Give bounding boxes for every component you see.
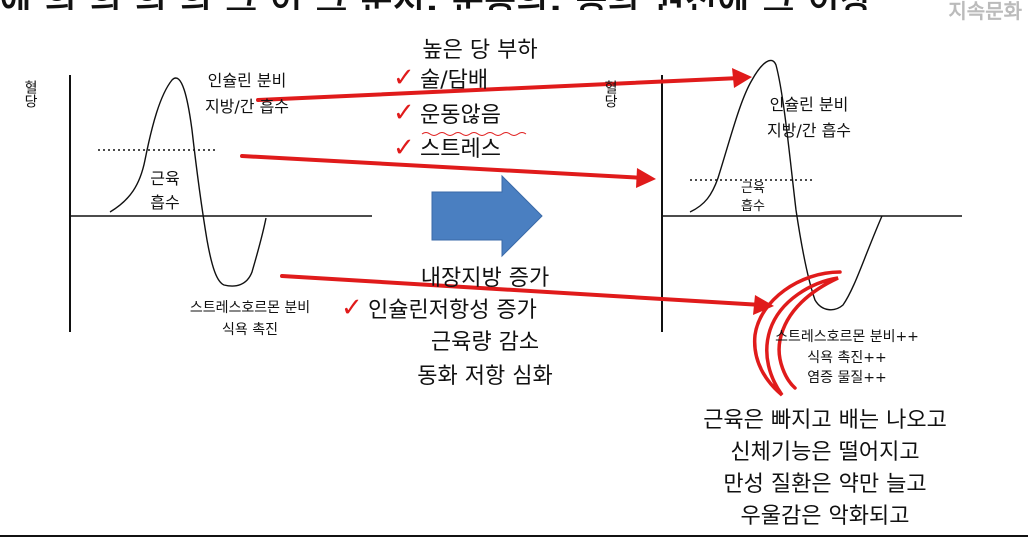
left-peak-label-1: 인슐린 분비 (207, 71, 287, 90)
check-icon: ✓ (393, 98, 415, 128)
arrow-peak (256, 76, 742, 102)
cause-1: 높은 당 부하 (422, 38, 538, 63)
right-glucose-curve (689, 59, 883, 311)
right-y-axis-label: 혈당 (602, 80, 619, 108)
right-muscle-label-1: 근육 (741, 181, 765, 196)
conclusion-line-2: 신체기능은 떨어지고 (730, 440, 920, 465)
left-peak-label-2: 지방/간 흡수 (204, 97, 290, 116)
right-peak-label-2: 지방/간 흡수 (766, 121, 852, 140)
conclusion-line-4: 우울감은 악화되고 (740, 504, 910, 529)
right-peak-label-1: 인슐린 분비 (769, 95, 849, 114)
effect-1: 내장지방 증가 (420, 266, 550, 291)
check-icon: ✓ (393, 63, 415, 93)
right-muscle-label-2: 흡수 (741, 199, 765, 214)
left-glucose-curve (109, 77, 267, 287)
transition-arrow (431, 174, 543, 258)
left-dip-label-1: 스트레스호르몬 분비 (189, 300, 311, 316)
left-muscle-label-1: 근육 (150, 169, 180, 188)
right-dip-label-2: 식욕 촉진++ (807, 350, 887, 366)
cause-2: 술/담배 (420, 68, 489, 93)
conclusion-line-1: 근육은 빠지고 배는 나오고 (703, 408, 947, 433)
header-title: 에 의 의 의 의 그 어 그 문서, 운동의, 공의 권전에 그 이상 (0, 0, 1028, 10)
spellcheck-underline (421, 132, 527, 136)
arrow-dip-head (753, 295, 774, 315)
left-dip-label-2: 식욕 촉진 (222, 322, 278, 338)
watermark-logo: 지속문화 (948, 0, 1022, 23)
conclusion-line-3: 만성 질환은 약만 늘고 (723, 472, 927, 497)
right-dip-label-3: 염증 물질++ (807, 370, 887, 386)
arrow-dip (280, 274, 764, 307)
arrow-threshold-head (636, 168, 656, 188)
arrow-peak-head (732, 68, 752, 88)
right-dip-label-1: 스트레스호르몬 분비++ (775, 329, 919, 345)
cause-3: 운동않음 (420, 103, 501, 128)
emphasis-scribble (752, 270, 842, 397)
effect-3: 근육량 감소 (430, 330, 540, 355)
effect-2: 인슐린저항성 증가 (368, 298, 537, 323)
check-icon: ✓ (341, 293, 363, 323)
effect-4: 동화 저항 심화 (417, 364, 553, 389)
cause-4: 스트레스 (420, 137, 501, 162)
left-muscle-label-2: 흡수 (150, 193, 180, 212)
arrow-threshold (240, 154, 647, 180)
left-y-axis-label: 혈당 (22, 80, 39, 108)
check-icon: ✓ (393, 133, 415, 163)
